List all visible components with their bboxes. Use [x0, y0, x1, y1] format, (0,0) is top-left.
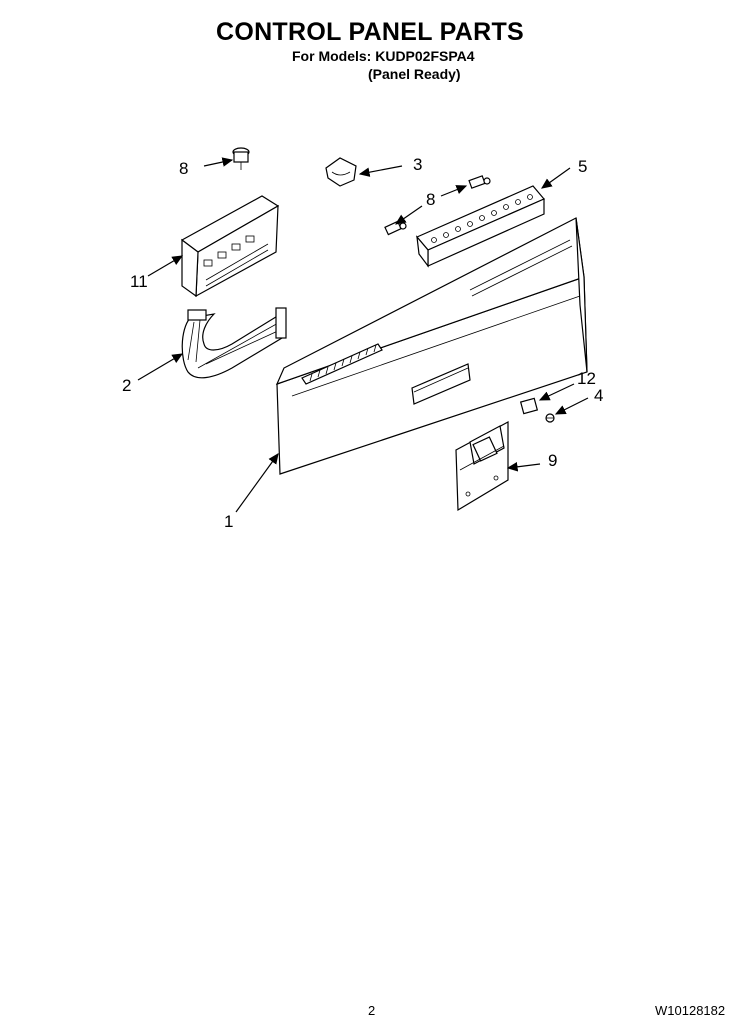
callout-2: 2 — [122, 376, 131, 395]
panel-vent — [301, 343, 383, 385]
callout-5: 5 — [578, 157, 587, 176]
callout-9: 9 — [548, 451, 557, 470]
callout-6: 8 — [179, 159, 188, 178]
callout-12: 12 — [577, 369, 596, 388]
button-part — [232, 147, 250, 170]
document-number: W10128182 — [655, 1003, 726, 1018]
callout-1: 1 — [224, 512, 233, 531]
clip-part — [325, 157, 357, 187]
callout-4: 4 — [594, 386, 603, 405]
screw-part-8 — [384, 175, 491, 236]
models-line: For Models: KUDP02FSPA4 — [292, 48, 475, 64]
touchpad-strip-part — [416, 185, 545, 268]
page-number: 2 — [368, 1003, 376, 1018]
control-board-part — [180, 195, 280, 298]
callout-8: 8 — [426, 190, 435, 209]
page-title: CONTROL PANEL PARTS — [215, 18, 525, 46]
screw-part-4 — [545, 413, 555, 423]
ribbon-cable-part — [181, 307, 287, 379]
callout-arrows — [137, 157, 589, 513]
control-panel-part — [275, 217, 588, 475]
callout-11: 11 — [130, 272, 148, 291]
connector-part — [519, 397, 539, 415]
switch-assembly-part — [455, 420, 509, 512]
callout-3: 3 — [413, 155, 422, 174]
variant-line: (Panel Ready) — [368, 66, 461, 82]
